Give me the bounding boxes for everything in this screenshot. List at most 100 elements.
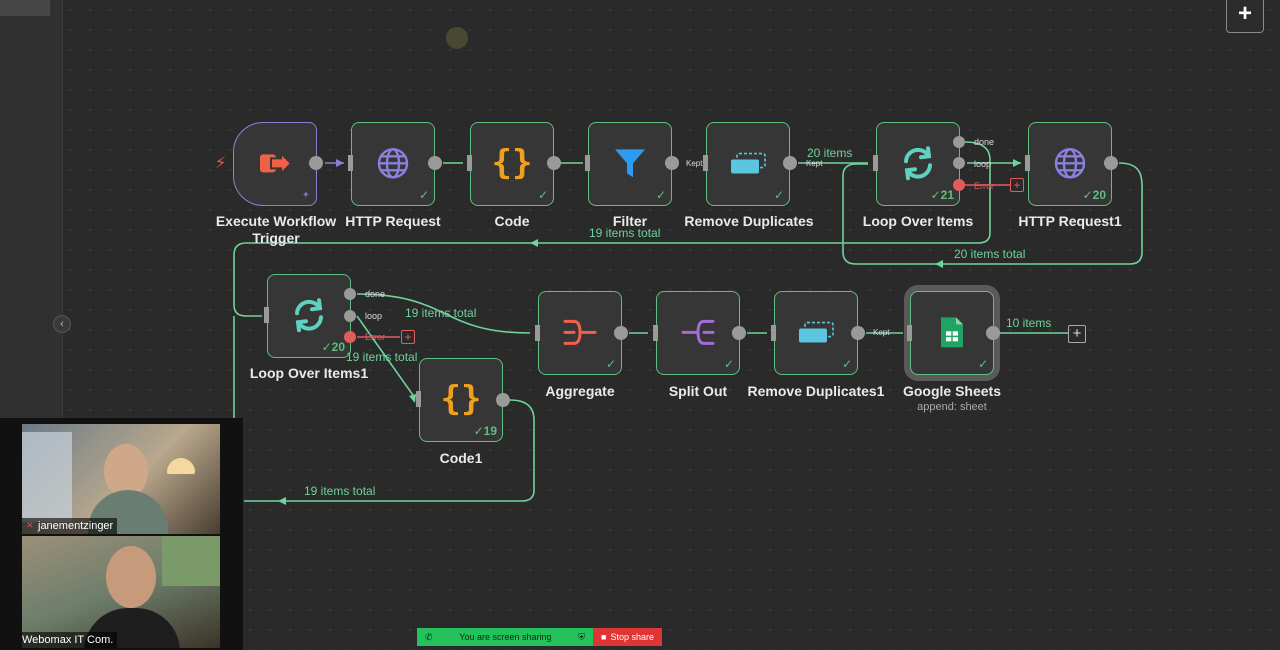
node-http-request1[interactable]: ✓20 bbox=[1028, 122, 1112, 206]
window-shape bbox=[22, 432, 72, 522]
node-code1[interactable]: {} ✓19 bbox=[419, 358, 503, 442]
output-port[interactable] bbox=[614, 326, 628, 340]
input-port[interactable] bbox=[416, 391, 421, 407]
input-port[interactable] bbox=[653, 325, 658, 341]
output-port[interactable] bbox=[309, 156, 323, 170]
participant-name: Webomax IT Com. bbox=[22, 632, 118, 648]
output-port[interactable] bbox=[547, 156, 561, 170]
node-label: Code bbox=[494, 213, 530, 229]
braces-icon: {} bbox=[440, 379, 482, 420]
output-port-loop[interactable] bbox=[344, 310, 356, 322]
output-port[interactable] bbox=[665, 156, 679, 170]
input-port[interactable] bbox=[264, 307, 269, 323]
success-check-icon: ✓ bbox=[655, 188, 666, 202]
node-label: Split Out bbox=[668, 383, 728, 399]
loop-icon bbox=[899, 144, 937, 182]
stop-share-button[interactable]: ■ Stop share bbox=[593, 628, 662, 646]
node-loop-over-items[interactable]: ✓21 bbox=[876, 122, 960, 206]
node-code[interactable]: {} ✓ bbox=[470, 122, 554, 206]
input-port[interactable] bbox=[873, 155, 878, 171]
edge-label: 19 items total bbox=[589, 226, 661, 240]
add-next-node-button[interactable]: + bbox=[1068, 325, 1086, 343]
output-port-done[interactable] bbox=[953, 136, 965, 148]
node-execute-workflow-trigger[interactable]: ✦ bbox=[233, 122, 317, 206]
node-http-request[interactable]: ✓ bbox=[351, 122, 435, 206]
output-port[interactable] bbox=[1104, 156, 1118, 170]
output-port[interactable] bbox=[783, 156, 797, 170]
edge-label: 20 items total bbox=[954, 247, 1026, 261]
port-label-done: done bbox=[974, 137, 995, 147]
success-check-icon: ✓20 bbox=[1082, 188, 1106, 202]
participant-video-2[interactable]: Webomax IT Com. bbox=[22, 536, 220, 648]
output-port-error[interactable] bbox=[344, 331, 356, 343]
split-out-icon bbox=[680, 317, 716, 347]
output-port[interactable] bbox=[986, 326, 1000, 340]
google-sheets-icon bbox=[939, 315, 965, 349]
plant-shape bbox=[162, 536, 220, 586]
node-label: Aggregate bbox=[545, 383, 615, 399]
input-port[interactable] bbox=[703, 155, 708, 171]
collapse-panel-button[interactable]: ‹ bbox=[53, 315, 71, 333]
success-check-icon: ✓21 bbox=[930, 188, 954, 202]
edge-label: 10 items bbox=[1006, 316, 1052, 330]
participant-video-1[interactable]: ✕janementzinger bbox=[22, 424, 220, 534]
input-port[interactable] bbox=[771, 325, 776, 341]
globe-icon bbox=[376, 146, 410, 180]
stop-share-label: Stop share bbox=[610, 632, 654, 642]
input-port[interactable] bbox=[467, 155, 472, 171]
success-check-icon: ✓ bbox=[605, 357, 616, 371]
video-call-panel: ✕janementzinger Webomax IT Com. bbox=[0, 418, 243, 650]
port-label-kept: Kept bbox=[686, 159, 703, 168]
screen-share-bar: ✆ You are screen sharing ⛨ ■ Stop share bbox=[417, 628, 662, 646]
node-split-out[interactable]: ✓ bbox=[656, 291, 740, 375]
port-label-done: done bbox=[365, 289, 386, 299]
node-google-sheets[interactable]: ✓ bbox=[910, 291, 994, 375]
output-port[interactable] bbox=[428, 156, 442, 170]
add-node-button[interactable]: + bbox=[1226, 0, 1264, 33]
output-port-done[interactable] bbox=[344, 288, 356, 300]
input-port[interactable] bbox=[348, 155, 353, 171]
success-check-icon: ✓19 bbox=[473, 424, 497, 438]
output-port-loop[interactable] bbox=[953, 157, 965, 169]
node-remove-duplicates1[interactable]: ✓ bbox=[774, 291, 858, 375]
output-port-error[interactable] bbox=[953, 179, 965, 191]
port-label-kept: Kept bbox=[806, 159, 823, 168]
phone-icon: ✆ bbox=[425, 631, 433, 642]
person-head bbox=[104, 444, 148, 498]
input-port[interactable] bbox=[907, 325, 912, 341]
success-check-icon: ✓ bbox=[418, 188, 429, 202]
mic-off-icon: ✕ bbox=[26, 520, 34, 530]
add-error-node-button[interactable]: + bbox=[401, 330, 415, 344]
aggregate-icon bbox=[562, 317, 598, 347]
output-port[interactable] bbox=[732, 326, 746, 340]
pin-icon: ✦ bbox=[301, 190, 310, 201]
node-aggregate[interactable]: ✓ bbox=[538, 291, 622, 375]
sidebar-tab[interactable] bbox=[0, 0, 50, 16]
loop-icon bbox=[290, 296, 328, 334]
lamp-shape bbox=[167, 458, 195, 474]
screen-share-status: ✆ You are screen sharing ⛨ bbox=[417, 628, 593, 646]
node-label: Remove Duplicates1 bbox=[747, 383, 885, 399]
node-filter[interactable]: ✓ bbox=[588, 122, 672, 206]
node-loop-over-items1[interactable]: ✓20 bbox=[267, 274, 351, 358]
edge-label: 19 items total bbox=[346, 350, 418, 364]
dedup-icon bbox=[797, 321, 835, 345]
edge-label: 19 items total bbox=[304, 484, 376, 498]
stop-icon: ■ bbox=[601, 632, 607, 642]
output-port[interactable] bbox=[496, 393, 510, 407]
output-port[interactable] bbox=[851, 326, 865, 340]
success-check-icon: ✓ bbox=[841, 357, 852, 371]
person-head bbox=[106, 546, 156, 608]
input-port[interactable] bbox=[1025, 155, 1030, 171]
shield-icon: ⛨ bbox=[578, 631, 585, 642]
input-port[interactable] bbox=[535, 325, 540, 341]
success-check-icon: ✓ bbox=[773, 188, 784, 202]
add-error-node-button[interactable]: + bbox=[1010, 178, 1024, 192]
node-remove-duplicates[interactable]: ✓ bbox=[706, 122, 790, 206]
port-label-kept: Kept bbox=[873, 328, 890, 337]
trigger-bolt-icon: ⚡ bbox=[215, 155, 227, 172]
input-port[interactable] bbox=[585, 155, 590, 171]
node-label: Remove Duplicates bbox=[684, 213, 814, 229]
port-label-loop: loop bbox=[974, 159, 992, 169]
port-label-error: Error bbox=[974, 181, 994, 191]
